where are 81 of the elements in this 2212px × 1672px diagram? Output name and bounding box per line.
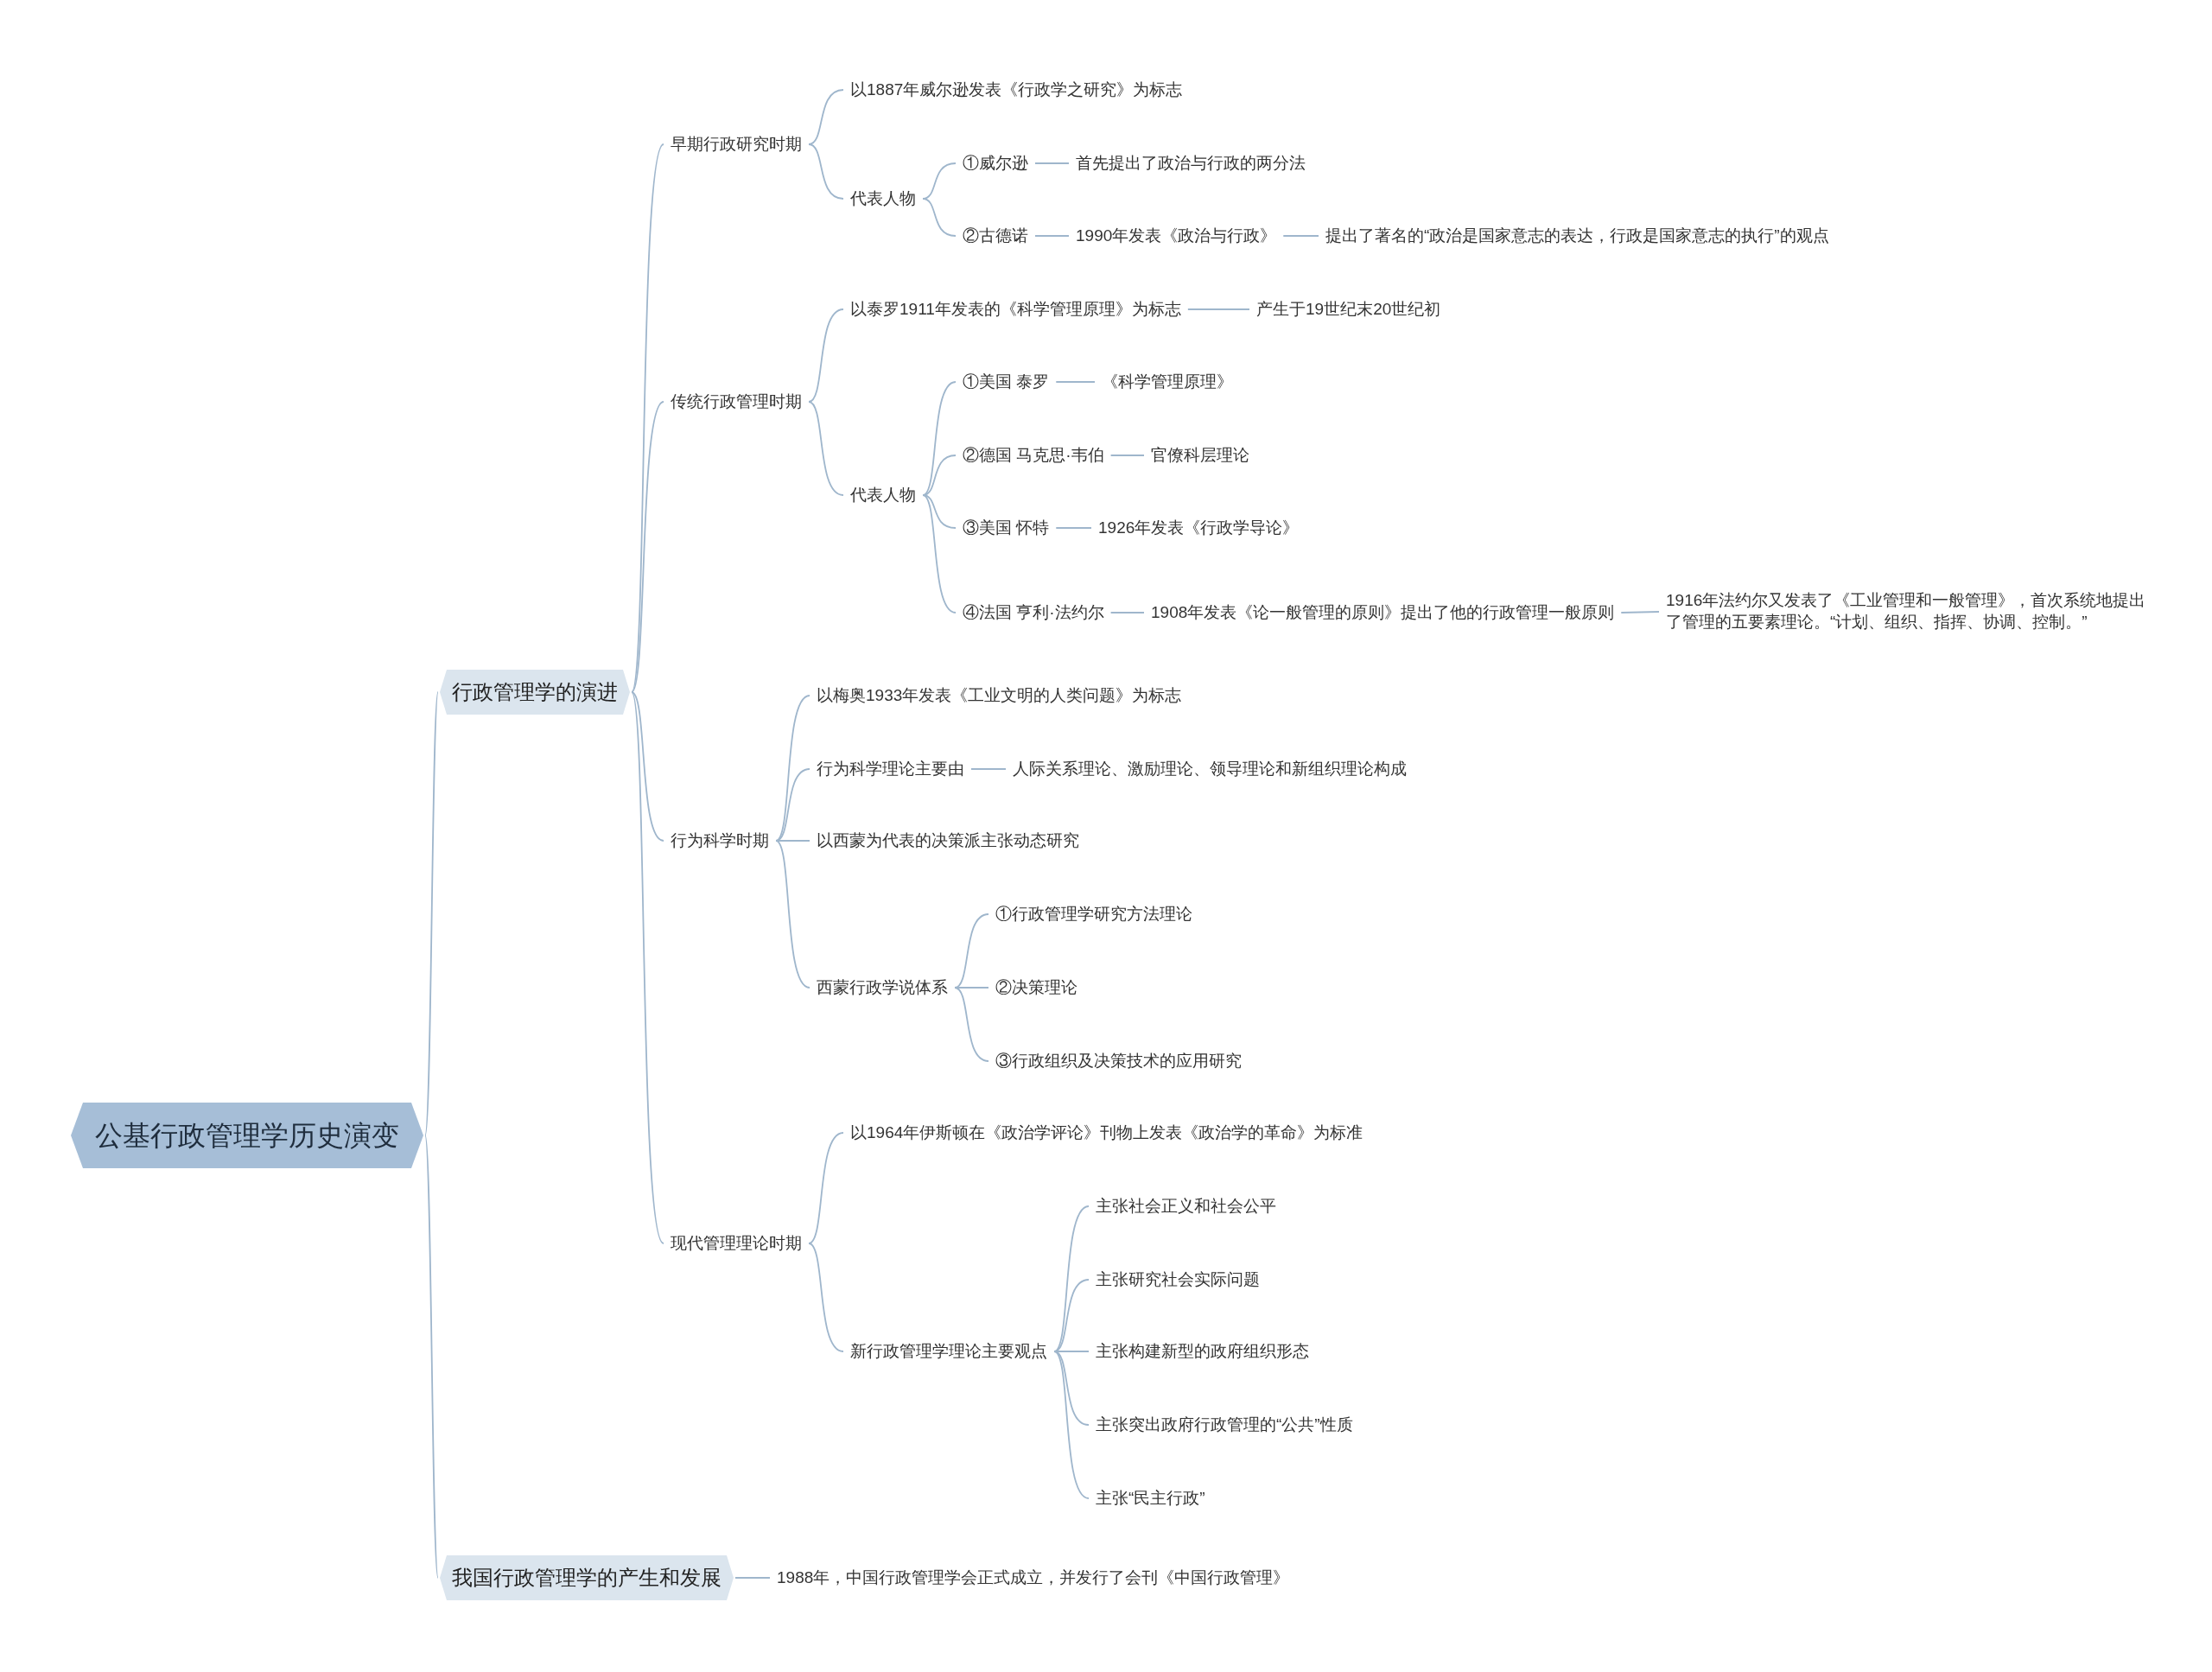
topic-text: 行为科学理论主要由 [817,758,964,779]
topic-text: 西蒙行政学说体系 [817,976,948,998]
topic-text: 新行政管理学理论主要观点 [850,1340,1047,1362]
topic-text: 《科学管理原理》 [1102,371,1233,392]
topic-text: ②古德诺 [963,225,1028,246]
topic-text: ①美国 泰罗 [963,371,1050,392]
topic-text: 主张构建新型的政府组织形态 [1096,1340,1309,1362]
connector-line [631,143,664,693]
connector-line [1186,308,1250,310]
connector-line [424,1135,439,1579]
connector-line [1053,1351,1090,1499]
topic-text: 主张突出政府行政管理的“公共”性质 [1096,1414,1353,1435]
connector-line [808,1243,844,1352]
topic-text: 提出了著名的“政治是国家意志的表达，行政是国家意志的执行”的观点 [1325,225,1829,246]
topic-text: 1990年发表《政治与行政》 [1076,225,1277,246]
topic-text: 以1887年威尔逊发表《行政学之研究》为标志 [850,79,1183,100]
connector-line [1053,1351,1090,1352]
topic-text: 公基行政管理学历史演变 [95,1119,399,1153]
connector-line [631,691,664,842]
topic-text: 以1964年伊斯顿在《政治学评论》刊物上发表《政治学的革命》为标准 [850,1122,1363,1143]
topic-text: 以梅奥1933年发表《工业文明的人类问题》为标志 [817,684,1182,706]
topic-text: 主张“民主行政” [1096,1487,1205,1509]
topic-text: 早期行政研究时期 [671,133,802,155]
connector-line [922,381,957,496]
connector-line [1282,235,1319,237]
connector-line [1055,527,1092,529]
connector-line [1055,381,1096,383]
connector-line [1620,611,1660,613]
connector-line [922,494,957,529]
connector-line [775,840,810,842]
root-topic-box [71,1103,423,1168]
connector-line [1109,612,1145,613]
connector-line [808,1132,844,1244]
connector-line [424,691,439,1136]
topic-text: 产生于19世纪末20世纪初 [1256,298,1441,320]
topic-text: 代表人物 [850,188,916,209]
topic-text: ③美国 怀特 [963,517,1050,538]
connector-line [631,691,664,1244]
topic-text: ②决策理论 [995,976,1077,998]
topic-text: ③行政组织及决策技术的应用研究 [995,1050,1242,1071]
topic-text: 1988年，中国行政管理学会正式成立，并发行了会刊《中国行政管理》 [777,1567,1290,1588]
topic-text: 人际关系理论、激励理论、领导理论和新组织理论构成 [1013,758,1407,779]
topic-text: ①威尔逊 [963,152,1028,174]
connector-line [954,913,989,989]
topic-text: 1926年发表《行政学导论》 [1098,517,1300,538]
connector-line [1034,162,1070,164]
topic-text: 1916年法约尔又发表了《工业管理和一般管理》，首次系统地提出了管理的五要素理论。“计划、组织、指挥、协调、控制。” [1666,590,2147,633]
connector-line [631,401,664,693]
topic-text: 主张社会正义和社会公平 [1096,1195,1276,1217]
topic-text: 主张研究社会实际问题 [1096,1268,1260,1290]
connector-line [1034,235,1070,237]
topic-text: 传统行政管理时期 [671,391,802,412]
topic-box [440,1555,734,1600]
connector-line [954,987,989,1062]
connector-line [808,308,844,403]
topic-text: 行政管理学的演进 [452,679,618,705]
topic-text: ④法国 亨利·法约尔 [963,601,1104,623]
connector-line [1109,455,1145,456]
topic-text: 代表人物 [850,484,916,505]
topic-text: 1908年发表《论一般管理的原则》提出了他的行政管理一般原则 [1151,601,1615,623]
topic-box [440,670,630,715]
topic-text: 行为科学时期 [671,830,769,851]
connector-line [922,198,957,237]
connector-line [970,768,1007,770]
connector-line [954,987,989,989]
connector-line [922,494,957,613]
topic-text: 官僚科层理论 [1151,444,1249,466]
topic-text: 我国行政管理学的产生和发展 [452,1565,721,1591]
connector-line [775,768,810,842]
connector-line [1053,1279,1090,1352]
connector-line [775,840,810,989]
topic-text: 首先提出了政治与行政的两分法 [1076,152,1306,174]
topic-text: ②德国 马克思·韦伯 [963,444,1104,466]
topic-text: 以西蒙为代表的决策派主张动态研究 [817,830,1079,851]
topic-text: ①行政管理学研究方法理论 [995,903,1192,925]
connector-line [808,401,844,496]
connector-line [808,143,844,200]
connector-line [734,1577,771,1579]
topic-text: 以泰罗1911年发表的《科学管理原理》为标志 [850,298,1181,320]
topic-text: 现代管理理论时期 [671,1232,802,1254]
connector-line [808,89,844,145]
